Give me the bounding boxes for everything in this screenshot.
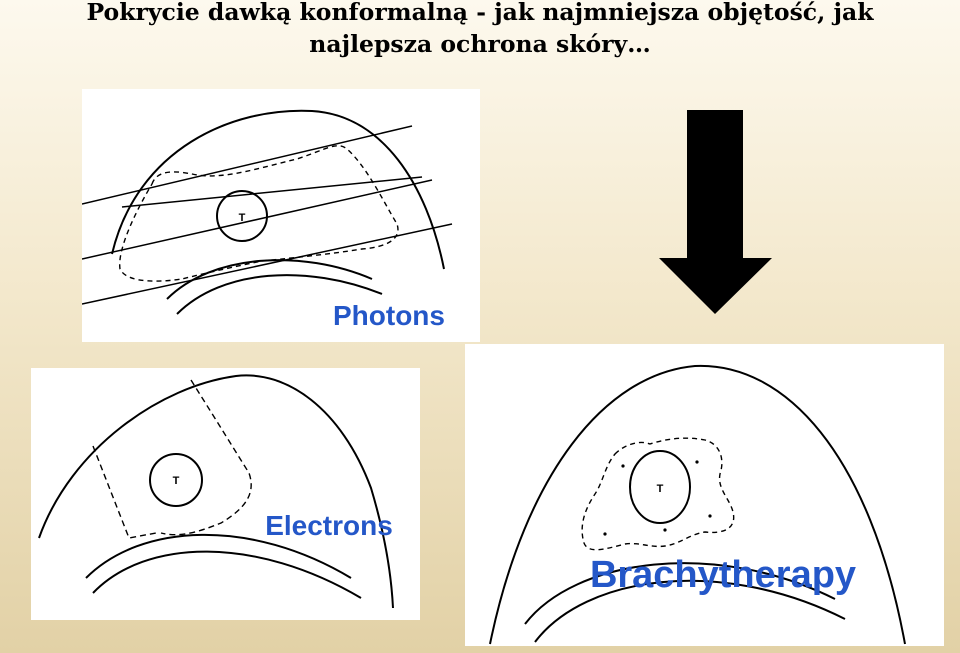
organ-arc (176, 274, 383, 315)
tumor-label: T (239, 212, 246, 224)
brachytherapy-panel: T Brachytherapy (465, 344, 944, 646)
field-edge-dashed (92, 445, 157, 539)
organ-arc (534, 579, 846, 643)
organ-arc (166, 259, 373, 300)
beam-line (82, 125, 413, 205)
isodose-dashed (119, 145, 399, 282)
tumor-circle (629, 450, 691, 524)
isodose-dashed (581, 437, 735, 551)
title-line-2: najlepsza ochrona skóry… (309, 30, 651, 58)
source-dot (603, 532, 607, 536)
organ-arc (85, 533, 352, 579)
photons-label: Photons (333, 300, 445, 331)
electrons-diagram: T Electrons (38, 374, 394, 609)
tumor-circle (149, 453, 203, 507)
source-dot (663, 528, 667, 532)
organ-arc (92, 550, 362, 599)
source-dot (708, 514, 712, 518)
beam-line (82, 223, 453, 305)
title-line-1: Pokrycie dawką konformalną - jak najmnie… (86, 0, 874, 26)
field-edge-dashed (160, 379, 252, 536)
electrons-panel: T Electrons (31, 368, 420, 620)
electrons-label: Electrons (265, 510, 393, 541)
brachytherapy-label: Brachytherapy (590, 554, 856, 596)
beam-line (82, 179, 433, 260)
down-arrow-icon (656, 110, 776, 319)
photons-panel: T Photons (82, 89, 480, 342)
photons-diagram: T Photons (82, 109, 453, 331)
source-dot (621, 464, 625, 468)
tumor-label: T (173, 475, 180, 487)
brachytherapy-diagram: T Brachytherapy (489, 364, 906, 645)
source-dot (695, 460, 699, 464)
tumor-circle (216, 190, 268, 242)
organ-arc (524, 562, 836, 625)
body-contour (489, 364, 906, 645)
body-contour (38, 374, 394, 609)
tumor-label: T (657, 483, 664, 495)
body-contour (111, 109, 445, 270)
